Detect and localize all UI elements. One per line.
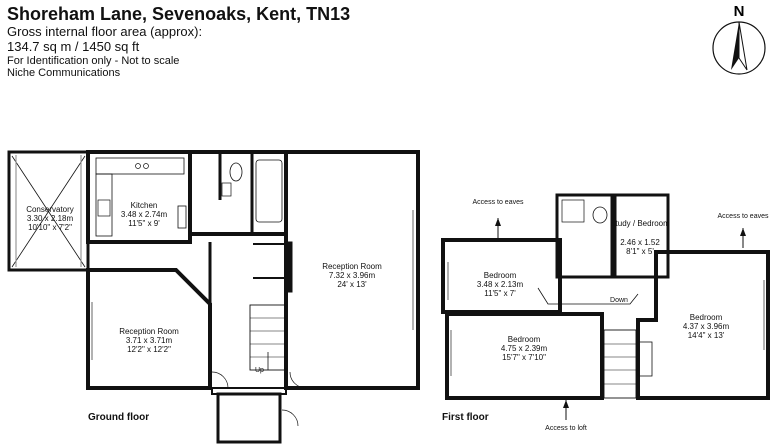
access-markers: [495, 218, 746, 420]
conservatory-dims: 3.30 x 2.18m: [27, 214, 74, 223]
kitchen-imperial: 11'5" x 9': [128, 219, 160, 228]
reception-large-outline: [284, 150, 420, 390]
bedroom-left-imperial: 11'5" x 7': [484, 289, 516, 298]
conservatory-name: Conservatory: [26, 205, 74, 214]
study-name: Study / Bedroom: [610, 219, 670, 228]
credit: Niche Communications: [7, 67, 121, 80]
reception-large-name: Reception Room: [322, 262, 382, 271]
access-eaves-left: Access to eaves: [473, 199, 524, 206]
ground-room-labels: Conservatory 3.30 x 2.18m 10'10" x 7'2" …: [26, 201, 382, 354]
ground-stairs-label: Up: [255, 367, 264, 374]
compass-needle-outline-icon: [738, 21, 748, 71]
compass-label: N: [734, 3, 745, 20]
first-stairs-label: Down: [610, 297, 628, 304]
first-room-labels: Bedroom 3.48 x 2.13m 11'5" x 7' Study / …: [473, 199, 769, 432]
first-floor-label: First floor: [442, 412, 489, 423]
bedroom-bottom-name: Bedroom: [508, 335, 541, 344]
reception-small-imperial: 12'2" x 12'2": [127, 345, 171, 354]
conservatory-imperial: 10'10" x 7'2": [28, 223, 72, 232]
study-imperial: 8'1" x 5': [626, 247, 654, 256]
access-loft: Access to loft: [545, 425, 587, 432]
kitchen-name: Kitchen: [131, 201, 158, 210]
reception-large-imperial: 24' x 13': [337, 280, 367, 289]
bedroom-bottom-imperial: 15'7" x 7'10": [502, 353, 546, 362]
bedroom-right-name: Bedroom: [690, 313, 723, 322]
bedroom-right-dims: 4.37 x 3.96m: [683, 322, 730, 331]
disclaimer-note: For Identification only - Not to scale: [7, 54, 180, 67]
bedroom-right-imperial: 14'4" x 13': [688, 331, 725, 340]
study-outline: [610, 193, 670, 279]
area-value: 134.7 sq m / 1450 sq ft: [7, 38, 140, 54]
bedroom-bottom-dims: 4.75 x 2.39m: [501, 344, 548, 353]
reception-small-dims: 3.71 x 3.71m: [126, 336, 173, 345]
bedroom-left-dims: 3.48 x 2.13m: [477, 280, 524, 289]
ground-floor-label: Ground floor: [88, 412, 149, 423]
bedroom-bottom-outline: [445, 312, 604, 400]
first-floor: [441, 193, 770, 420]
page-title: Shoreham Lane, Sevenoaks, Kent, TN13: [7, 4, 351, 24]
bedroom-left-name: Bedroom: [484, 271, 517, 280]
reception-large-dims: 7.32 x 3.96m: [329, 271, 376, 280]
kitchen-dims: 3.48 x 2.74m: [121, 210, 168, 219]
header: Shoreham Lane, Sevenoaks, Kent, TN13 Gro…: [7, 4, 350, 80]
hall-stairs: [208, 242, 307, 444]
area-caption: Gross internal floor area (approx):: [7, 23, 203, 39]
bathroom-upper-outline: [555, 193, 617, 279]
bathroom-outline: [188, 150, 288, 236]
compass: N: [712, 3, 766, 75]
study-dims: 2.46 x 1.52: [620, 238, 660, 247]
kitchen-outline: [86, 150, 192, 244]
reception-small-name: Reception Room: [119, 327, 179, 336]
access-eaves-right: Access to eaves: [718, 213, 769, 220]
landing-stairs: [537, 287, 639, 399]
reception-small-outline: [86, 268, 212, 390]
compass-needle-icon: [731, 22, 739, 70]
ground-floor: Up: [7, 150, 420, 444]
bedroom-right-outline: [636, 250, 770, 400]
